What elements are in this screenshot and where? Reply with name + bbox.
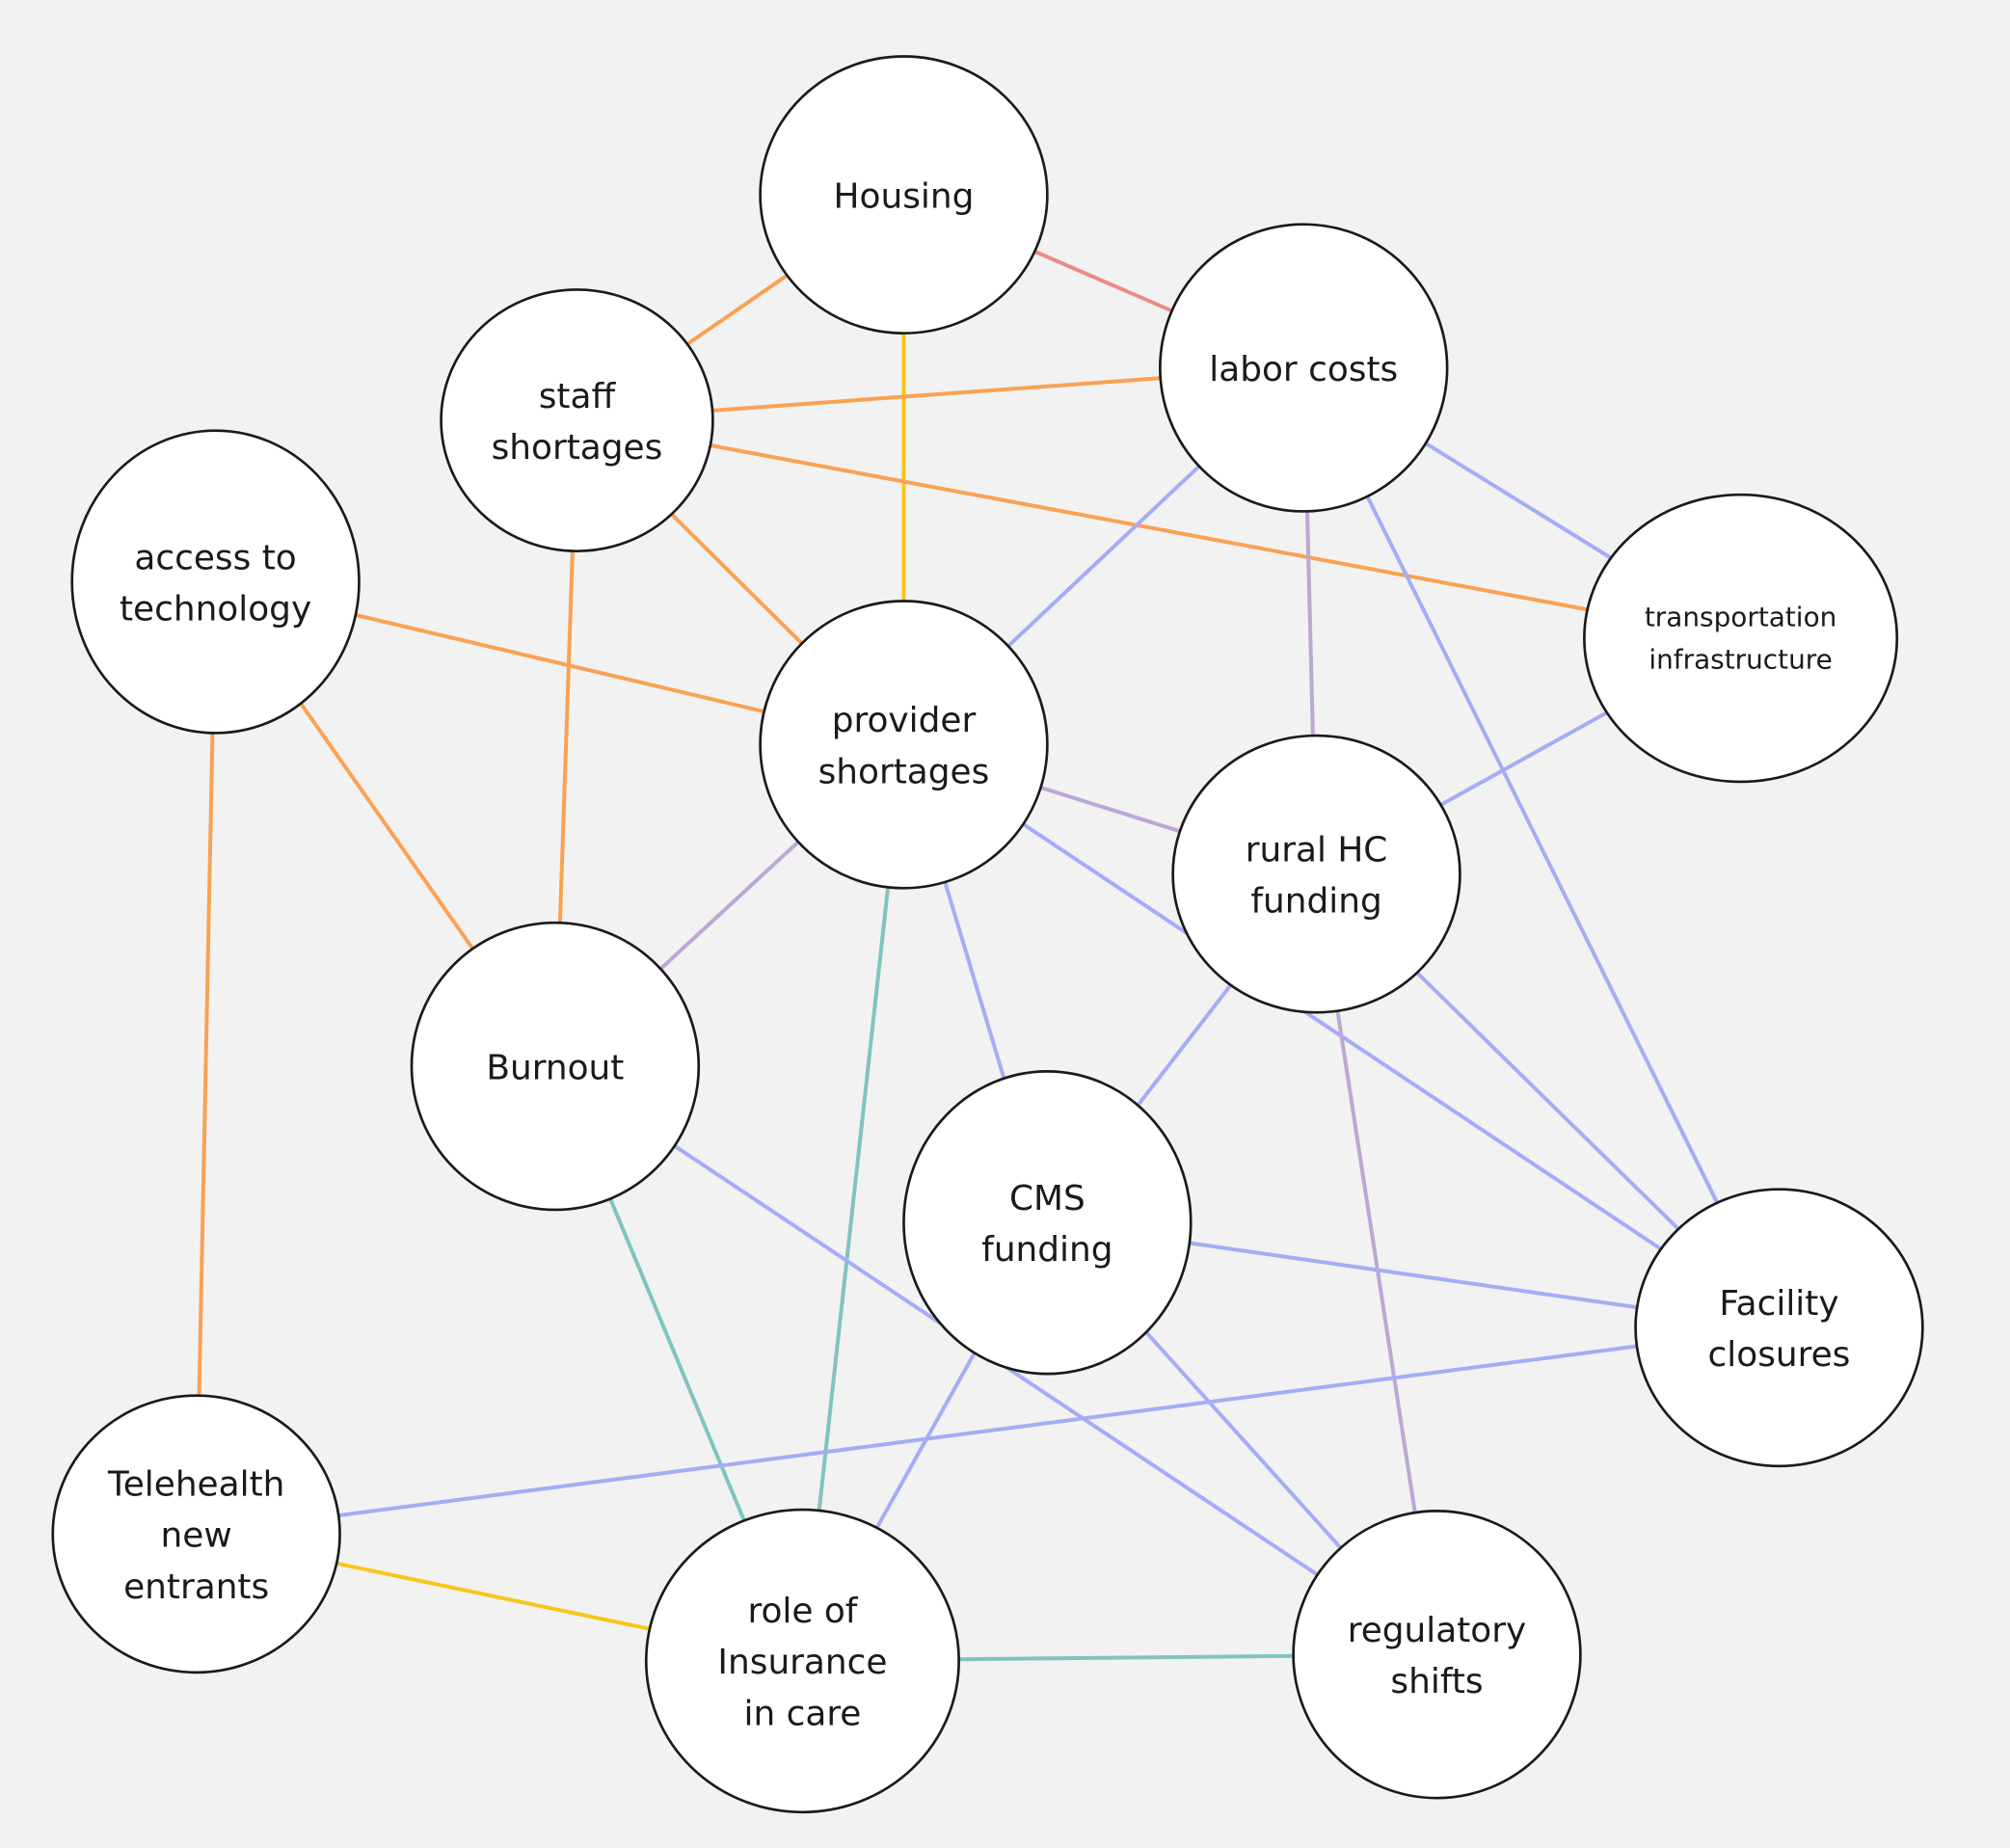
node-circle [1171,734,1461,1014]
node-label: funding [1250,882,1381,922]
node-label: labor costs [1209,350,1398,389]
node-circle [644,1508,960,1814]
node-circle [1159,223,1449,513]
node-label: entrants [123,1567,269,1607]
node-circle [51,1394,341,1674]
node-circle [1583,493,1899,784]
edge-labor-facility [1301,366,1782,1329]
node-staff[interactable]: staff shortages [440,288,714,552]
node-circle [410,921,701,1212]
node-circle [70,429,361,735]
node-label: rural HC [1246,830,1388,870]
edge-provider-insurance [800,744,906,1662]
edges-layer [194,193,1782,1663]
node-label: shifts [1390,1662,1483,1701]
node-provider[interactable]: provider shortages [759,600,1049,890]
node-label: role of [747,1592,858,1631]
node-facility[interactable]: Facility closures [1634,1188,1924,1468]
node-telehealth[interactable]: Telehealth new entrants [51,1394,341,1674]
node-circle [440,288,714,552]
node-housing[interactable]: Housing [759,55,1049,335]
node-label: Telehealth [107,1464,285,1504]
node-cms[interactable]: CMS funding [902,1070,1193,1376]
node-insurance[interactable]: role of Insurance in care [644,1508,960,1814]
node-label: closures [1708,1335,1851,1375]
node-rural[interactable]: rural HC funding [1171,734,1461,1014]
node-label: CMS [1009,1179,1085,1219]
node-circle [1292,1510,1582,1800]
node-label: new [161,1516,232,1556]
node-burnout[interactable]: Burnout [410,921,701,1212]
edge-access-telehealth [194,581,218,1535]
node-label: transportation [1645,601,1837,632]
node-circle [759,600,1049,890]
edge-facility-telehealth [196,1326,1780,1537]
node-label: in care [744,1694,862,1733]
node-circle [902,1070,1193,1376]
node-label: infrastructure [1648,643,1832,675]
node-regulatory[interactable]: regulatory shifts [1292,1510,1582,1800]
node-label: Facility [1719,1284,1838,1324]
node-label: provider [832,701,977,740]
node-label: funding [981,1230,1112,1270]
node-circle [759,55,1049,335]
node-circle [1634,1188,1924,1468]
node-label: technology [120,589,311,629]
node-label: shortages [492,428,663,468]
node-labor[interactable]: labor costs [1159,223,1449,513]
edge-staff-transport [576,418,1741,641]
node-label: Burnout [486,1048,624,1087]
node-transport[interactable]: transportation infrastructure [1583,493,1899,784]
node-access[interactable]: access to technology [70,429,361,735]
node-label: shortages [818,752,990,791]
node-label: Insurance [717,1643,887,1682]
node-label: Housing [834,176,975,216]
node-label: staff [539,377,617,416]
nodes-layer: Housing labor costs staff shortages access t… [51,55,1924,1814]
node-label: access to [134,538,296,577]
node-label: regulatory [1348,1611,1527,1650]
